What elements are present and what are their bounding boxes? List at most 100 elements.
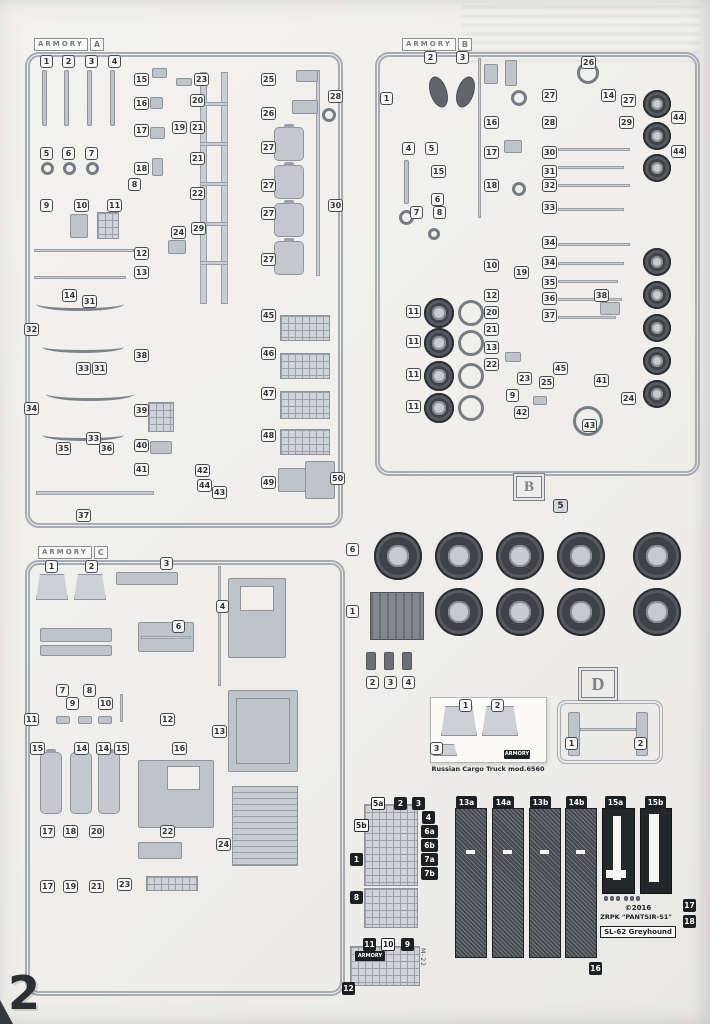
pe-part-label: 13b	[530, 796, 551, 809]
part-number-callout: 31	[82, 295, 98, 308]
part-number-callout: 49	[261, 476, 277, 489]
mask-sheet-caption: Russian Cargo Truck mod.6560	[431, 765, 545, 773]
part-number-callout: 4	[108, 55, 121, 68]
pe-cutout	[540, 850, 549, 854]
part-number-callout: 20	[89, 825, 105, 838]
part-number-callout: 21	[484, 323, 500, 336]
part-number-callout: 35	[542, 276, 558, 289]
part-number-callout: 33	[76, 362, 92, 375]
stamp-d-text: D	[591, 673, 605, 694]
part-shape	[228, 690, 298, 772]
wheel-hub	[432, 401, 446, 415]
ring-part	[512, 182, 526, 196]
part-number-callout: 30	[328, 199, 344, 212]
part-number-callout: 36	[542, 292, 558, 305]
part-number-callout: 2	[62, 55, 75, 68]
wheel-hub	[650, 387, 664, 401]
tire-part	[496, 532, 544, 580]
wheel-hub	[646, 601, 668, 623]
part-number-callout: 6	[346, 543, 359, 556]
grid-part	[364, 804, 418, 886]
part-number-callout: 11	[406, 400, 422, 413]
part-number-callout: 12	[160, 713, 176, 726]
part-number-callout: 47	[261, 387, 277, 400]
part-number-callout: 13	[134, 266, 150, 279]
pe-part-label: 7b	[421, 867, 438, 880]
part-number-callout: 24	[621, 392, 637, 405]
leaf-spring-part	[42, 429, 124, 441]
part-number-callout: 14	[74, 742, 90, 755]
pe-cutout	[466, 850, 475, 854]
part-number-callout: 1	[459, 699, 472, 712]
part-number-callout: 10	[484, 259, 500, 272]
part-shape	[42, 70, 47, 126]
pe-part-label: 6b	[421, 839, 438, 852]
part-number-callout: 18	[63, 825, 79, 838]
part-number-callout: 5	[425, 142, 438, 155]
armory-logo-text: ARMORY	[34, 38, 88, 51]
wheel-hub	[432, 369, 446, 383]
part-number-callout: 10	[98, 697, 114, 710]
windshield-mask	[74, 574, 106, 600]
part-shape	[404, 160, 409, 204]
part-number-callout: 17	[484, 146, 500, 159]
grid-part	[148, 402, 174, 432]
part-number-callout: 36	[99, 442, 115, 455]
pe-cutout	[576, 850, 585, 854]
part-shape	[484, 64, 498, 84]
window-cutout	[167, 766, 200, 790]
runner-bar	[34, 276, 126, 279]
pe-vehicle-name: SL-62 Greyhound	[600, 926, 676, 938]
part-number-callout: 16	[134, 97, 150, 110]
part-number-callout: 30	[542, 146, 558, 159]
tire-part	[374, 532, 422, 580]
tire-part	[643, 314, 671, 342]
tire-part	[643, 122, 671, 150]
part-shape	[533, 396, 547, 405]
runner-bar	[558, 184, 630, 187]
pe-mesh-fret	[529, 808, 561, 958]
wheel-hub	[448, 545, 470, 567]
part-number-callout: 44	[197, 479, 213, 492]
part-number-callout: 15	[30, 742, 46, 755]
part-number-callout: 34	[24, 402, 40, 415]
stamp-letter-d: D	[581, 670, 615, 698]
wheel-hub	[570, 545, 592, 567]
wheel-hub	[509, 601, 531, 623]
part-number-callout: 12	[134, 247, 150, 260]
part-shape	[292, 100, 318, 114]
tire-part	[435, 532, 483, 580]
part-shape	[64, 70, 69, 126]
accessory-sprue-d-frame	[557, 700, 663, 764]
wheel-hub	[646, 545, 668, 567]
part-number-callout: 11	[24, 713, 40, 726]
part-number-callout: 14	[601, 89, 617, 102]
runner-bar	[141, 636, 191, 639]
pe-part-label: 15a	[605, 796, 626, 809]
part-number-callout: 1	[40, 55, 53, 68]
part-number-callout: 26	[581, 56, 597, 69]
part-number-callout: 44	[671, 145, 687, 158]
pe-part-label: 12	[342, 982, 355, 995]
pe-part-label: 17	[683, 899, 696, 912]
grid-part	[280, 315, 330, 341]
part-number-callout: 31	[542, 165, 558, 178]
part-number-callout: 22	[190, 187, 206, 200]
part-shape	[40, 628, 112, 642]
part-number-callout: 15	[431, 165, 447, 178]
runner-bar	[558, 298, 622, 301]
jerrycan-part	[40, 749, 62, 814]
tire-part	[557, 532, 605, 580]
pe-cutout	[613, 816, 621, 880]
part-number-callout: 18	[484, 179, 500, 192]
jerrycan-part	[274, 162, 304, 199]
wheel-hub	[650, 288, 664, 302]
pe-part-label: 11	[363, 938, 376, 951]
pe-part-label: 9	[401, 938, 414, 951]
part-shape	[504, 140, 522, 153]
engine-block-part	[370, 592, 424, 640]
part-shape	[505, 352, 521, 362]
dark-part-shape	[616, 896, 620, 901]
jerrycan-part	[274, 124, 304, 161]
